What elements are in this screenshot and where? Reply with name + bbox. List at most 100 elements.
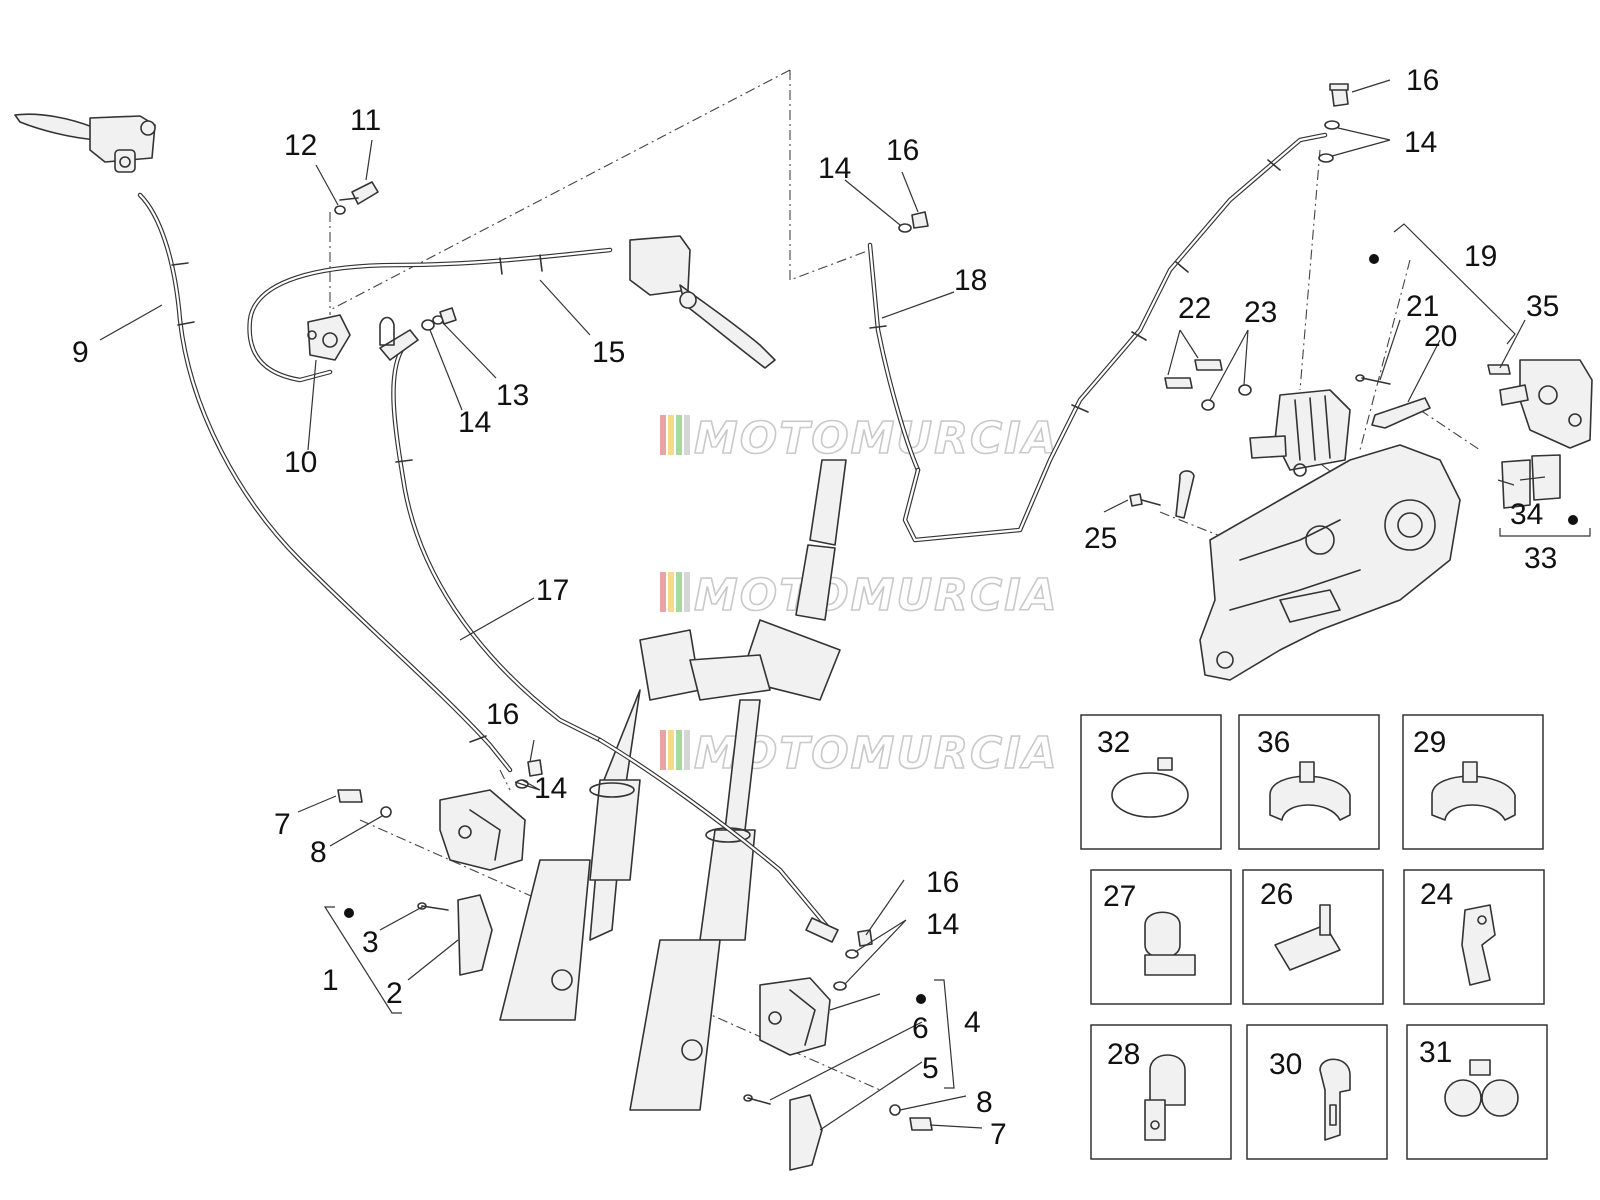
callout-12: 12 (284, 129, 317, 162)
brake-hose-junction-10 (307, 314, 351, 361)
callout-14-e: 14 (926, 908, 959, 941)
right-brake-master-cylinder (629, 235, 776, 369)
callout-17: 17 (536, 574, 569, 607)
bolt-35 (1487, 364, 1511, 375)
watermark-top: MOTOMURCIA (660, 412, 1059, 465)
group-bracket-33 (1499, 515, 1591, 537)
callout-22: 22 (1178, 292, 1211, 325)
front-left-caliper-1 (439, 789, 526, 871)
callout-34: 34 (1510, 498, 1543, 531)
bolt-7-right (909, 1117, 933, 1131)
bolt-16-top-right (1329, 83, 1349, 107)
callout-16-d: 16 (926, 866, 959, 899)
group-bracket-4 (916, 979, 955, 1089)
rear-brake-hose (902, 132, 1328, 543)
pin-near-25 (1175, 470, 1195, 519)
brake-pad-20 (1371, 397, 1431, 429)
callout-10: 10 (284, 446, 317, 479)
callout-8-left: 8 (310, 836, 327, 869)
brake-hose-9 (137, 192, 513, 773)
pin-21 (1355, 374, 1391, 385)
callout-32: 32 (1097, 726, 1130, 759)
watermark-middle: MOTOMURCIA (660, 569, 1059, 622)
callout-13: 13 (496, 379, 529, 412)
callout-14-d: 14 (534, 772, 567, 805)
inset-box-30 (1246, 1024, 1388, 1160)
svg-text:MOTOMURCIA: MOTOMURCIA (694, 413, 1059, 464)
callout-14-a: 14 (458, 406, 491, 439)
watermark-bottom: MOTOMURCIA (660, 727, 1058, 780)
callout-20: 20 (1424, 320, 1457, 353)
callout-16-a: 16 (886, 134, 919, 167)
banjo-bolt-13 (421, 307, 457, 331)
inset-box-27 (1090, 869, 1232, 1005)
left-brake-master-cylinder (14, 113, 156, 173)
svg-text:MOTOMURCIA: MOTOMURCIA (694, 570, 1059, 621)
bolt-16-middle (898, 211, 929, 233)
front-right-caliper-4 (759, 977, 831, 1056)
callout-14-c: 14 (1404, 126, 1437, 159)
callout-1: 1 (322, 964, 339, 997)
bolt-25 (1129, 493, 1161, 507)
bolts-22 (1164, 359, 1223, 389)
washer-8-left (380, 806, 392, 818)
callout-6: 6 (912, 1012, 929, 1045)
brake-pad-5 (789, 1094, 823, 1171)
washers-14-top-right (1318, 120, 1340, 163)
callout-28: 28 (1107, 1038, 1140, 1071)
brake-pads-34 (1501, 454, 1561, 509)
hose-clip-near-13 (379, 316, 395, 346)
callout-23: 23 (1244, 296, 1277, 329)
callout-9: 9 (72, 336, 89, 369)
callout-11: 11 (350, 104, 381, 137)
callout-2: 2 (386, 977, 403, 1010)
caliper-bracket-33 (1499, 359, 1593, 449)
callout-18: 18 (954, 264, 987, 297)
callout-labels: 1 2 3 4 5 6 7 7 8 8 9 10 11 12 13 14 14 … (72, 64, 1559, 1151)
callout-21: 21 (1406, 290, 1439, 323)
bolt-16-right (833, 929, 873, 991)
bolt-11 (339, 181, 379, 205)
washer-12 (334, 205, 346, 215)
inset-box-31 (1406, 1024, 1548, 1160)
callout-16-c: 16 (486, 698, 519, 731)
callout-29: 29 (1413, 726, 1446, 759)
callout-31: 31 (1419, 1036, 1452, 1069)
callout-16-b: 16 (1406, 64, 1439, 97)
engine-swingarm (1199, 444, 1461, 681)
callout-4: 4 (964, 1006, 981, 1039)
inset-box-32 (1080, 714, 1222, 850)
inset-box-36 (1238, 714, 1380, 850)
bolt-7-left (337, 789, 363, 803)
callout-27: 27 (1103, 880, 1136, 913)
callout-35: 35 (1526, 290, 1559, 323)
callout-15: 15 (592, 336, 625, 369)
group-bracket-19 (1369, 223, 1516, 345)
callout-8-right: 8 (976, 1086, 993, 1119)
brake-hose-15 (247, 247, 613, 383)
washers-23 (1201, 384, 1252, 411)
callout-7-left: 7 (274, 808, 291, 841)
callout-19: 19 (1464, 240, 1497, 273)
washer-8-right (889, 1104, 901, 1116)
callout-25: 25 (1084, 522, 1117, 555)
callout-5: 5 (922, 1052, 939, 1085)
brake-hose-18 (867, 242, 921, 473)
callout-26: 26 (1260, 878, 1293, 911)
inset-box-26 (1242, 869, 1384, 1005)
rear-brake-caliper-19 (1249, 389, 1351, 477)
inset-box-29 (1402, 714, 1544, 850)
callout-36: 36 (1257, 726, 1290, 759)
callout-3: 3 (362, 926, 379, 959)
callout-33: 33 (1524, 542, 1557, 575)
pin-6 (743, 1094, 771, 1105)
inset-box-24 (1403, 869, 1545, 1005)
brake-hose-17 (379, 329, 603, 743)
pin-3 (417, 902, 449, 911)
callout-24: 24 (1420, 878, 1453, 911)
leader-lines (99, 79, 1546, 1131)
inset-box-28 (1090, 1024, 1232, 1160)
callout-14-b: 14 (818, 152, 851, 185)
brake-pad-2 (457, 894, 493, 976)
